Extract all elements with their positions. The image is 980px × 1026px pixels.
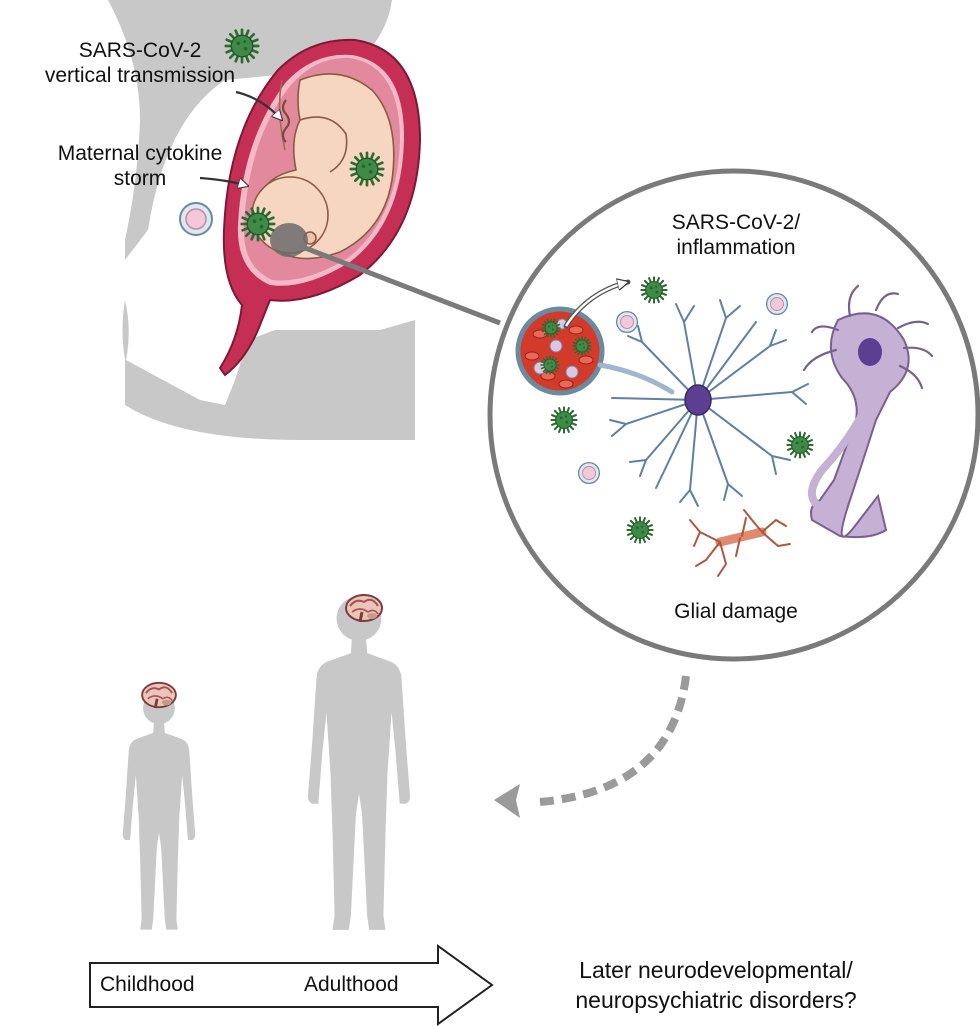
fetus <box>251 73 395 260</box>
fetal-brain-highlight <box>270 223 308 257</box>
immune-cell-icon <box>179 202 213 236</box>
cytokine-storm-label: Maternal cytokine storm <box>57 142 223 190</box>
brain-icon <box>344 593 384 624</box>
astrocyte-icon <box>597 299 809 507</box>
virus-icon <box>626 516 654 544</box>
oligodendrocyte-icon <box>689 509 791 577</box>
vertical-transmission-label: SARS-CoV-2 vertical transmission <box>44 39 236 87</box>
timeline-stage-adulthood: Adulthood <box>304 973 399 996</box>
immune-cell-icon <box>577 461 601 485</box>
zoom-connector <box>299 243 501 326</box>
astrocyte-nucleus <box>684 384 712 416</box>
outcome-label: Later neurodevelopmental/ neuropsychiatr… <box>575 957 857 1013</box>
mother-silhouette <box>108 0 415 440</box>
zoom-title: SARS-CoV-2/ inflammation <box>671 211 801 259</box>
immune-cell-icon <box>615 310 639 334</box>
arrow-icon <box>494 784 520 818</box>
virus-icon <box>550 406 578 434</box>
brain-icon <box>140 681 178 710</box>
arrow-icon <box>564 282 628 327</box>
immune-cell-icon <box>765 292 789 316</box>
virus-icon <box>349 151 385 187</box>
arrow-icon <box>235 90 282 120</box>
timeline-stage-childhood: Childhood <box>100 973 195 996</box>
child-silhouette <box>122 692 196 930</box>
virus-icon <box>640 276 668 304</box>
arrow-icon <box>199 176 248 186</box>
neuron-icon <box>802 284 934 539</box>
timeline-arrow <box>89 944 494 1026</box>
arrow-icon <box>539 675 690 806</box>
blood-vessel-icon <box>515 306 605 396</box>
virus-icon <box>786 431 814 459</box>
adult-silhouette <box>307 596 411 930</box>
virus-icon <box>240 206 276 242</box>
glial-damage-caption: Glial damage <box>674 600 798 623</box>
